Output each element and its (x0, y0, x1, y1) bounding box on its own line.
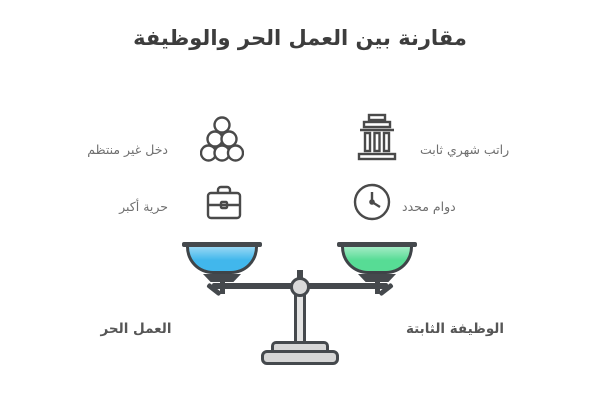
diagram-title: مقارنة بين العمل الحر والوظيفة (133, 26, 467, 50)
left-item-2-label: حرية أكبر (119, 199, 168, 214)
briefcase-icon (205, 183, 243, 223)
left-scale-pan (182, 242, 262, 294)
left-pan-bowl (186, 247, 258, 274)
right-pan-bowl (341, 247, 413, 274)
right-item-1-label: راتب شهري ثابت (420, 142, 510, 157)
right-scale-pan (337, 242, 417, 294)
clock-icon (351, 181, 393, 223)
right-item-2-label: دوام محدد (402, 199, 456, 214)
right-pan-rim (337, 242, 417, 247)
scale-pivot (290, 277, 310, 297)
right-pan-support (358, 274, 396, 282)
left-pan-rim (182, 242, 262, 247)
right-side-caption: الوظيفة الثابتة (405, 321, 505, 337)
left-item-1-label: دخل غير منتظم (87, 142, 168, 157)
scale-base-lower (261, 350, 339, 365)
left-side-caption: العمل الحر (100, 321, 172, 337)
coins-icon (200, 112, 244, 164)
left-pan-support (203, 274, 241, 282)
building-icon (354, 112, 400, 162)
